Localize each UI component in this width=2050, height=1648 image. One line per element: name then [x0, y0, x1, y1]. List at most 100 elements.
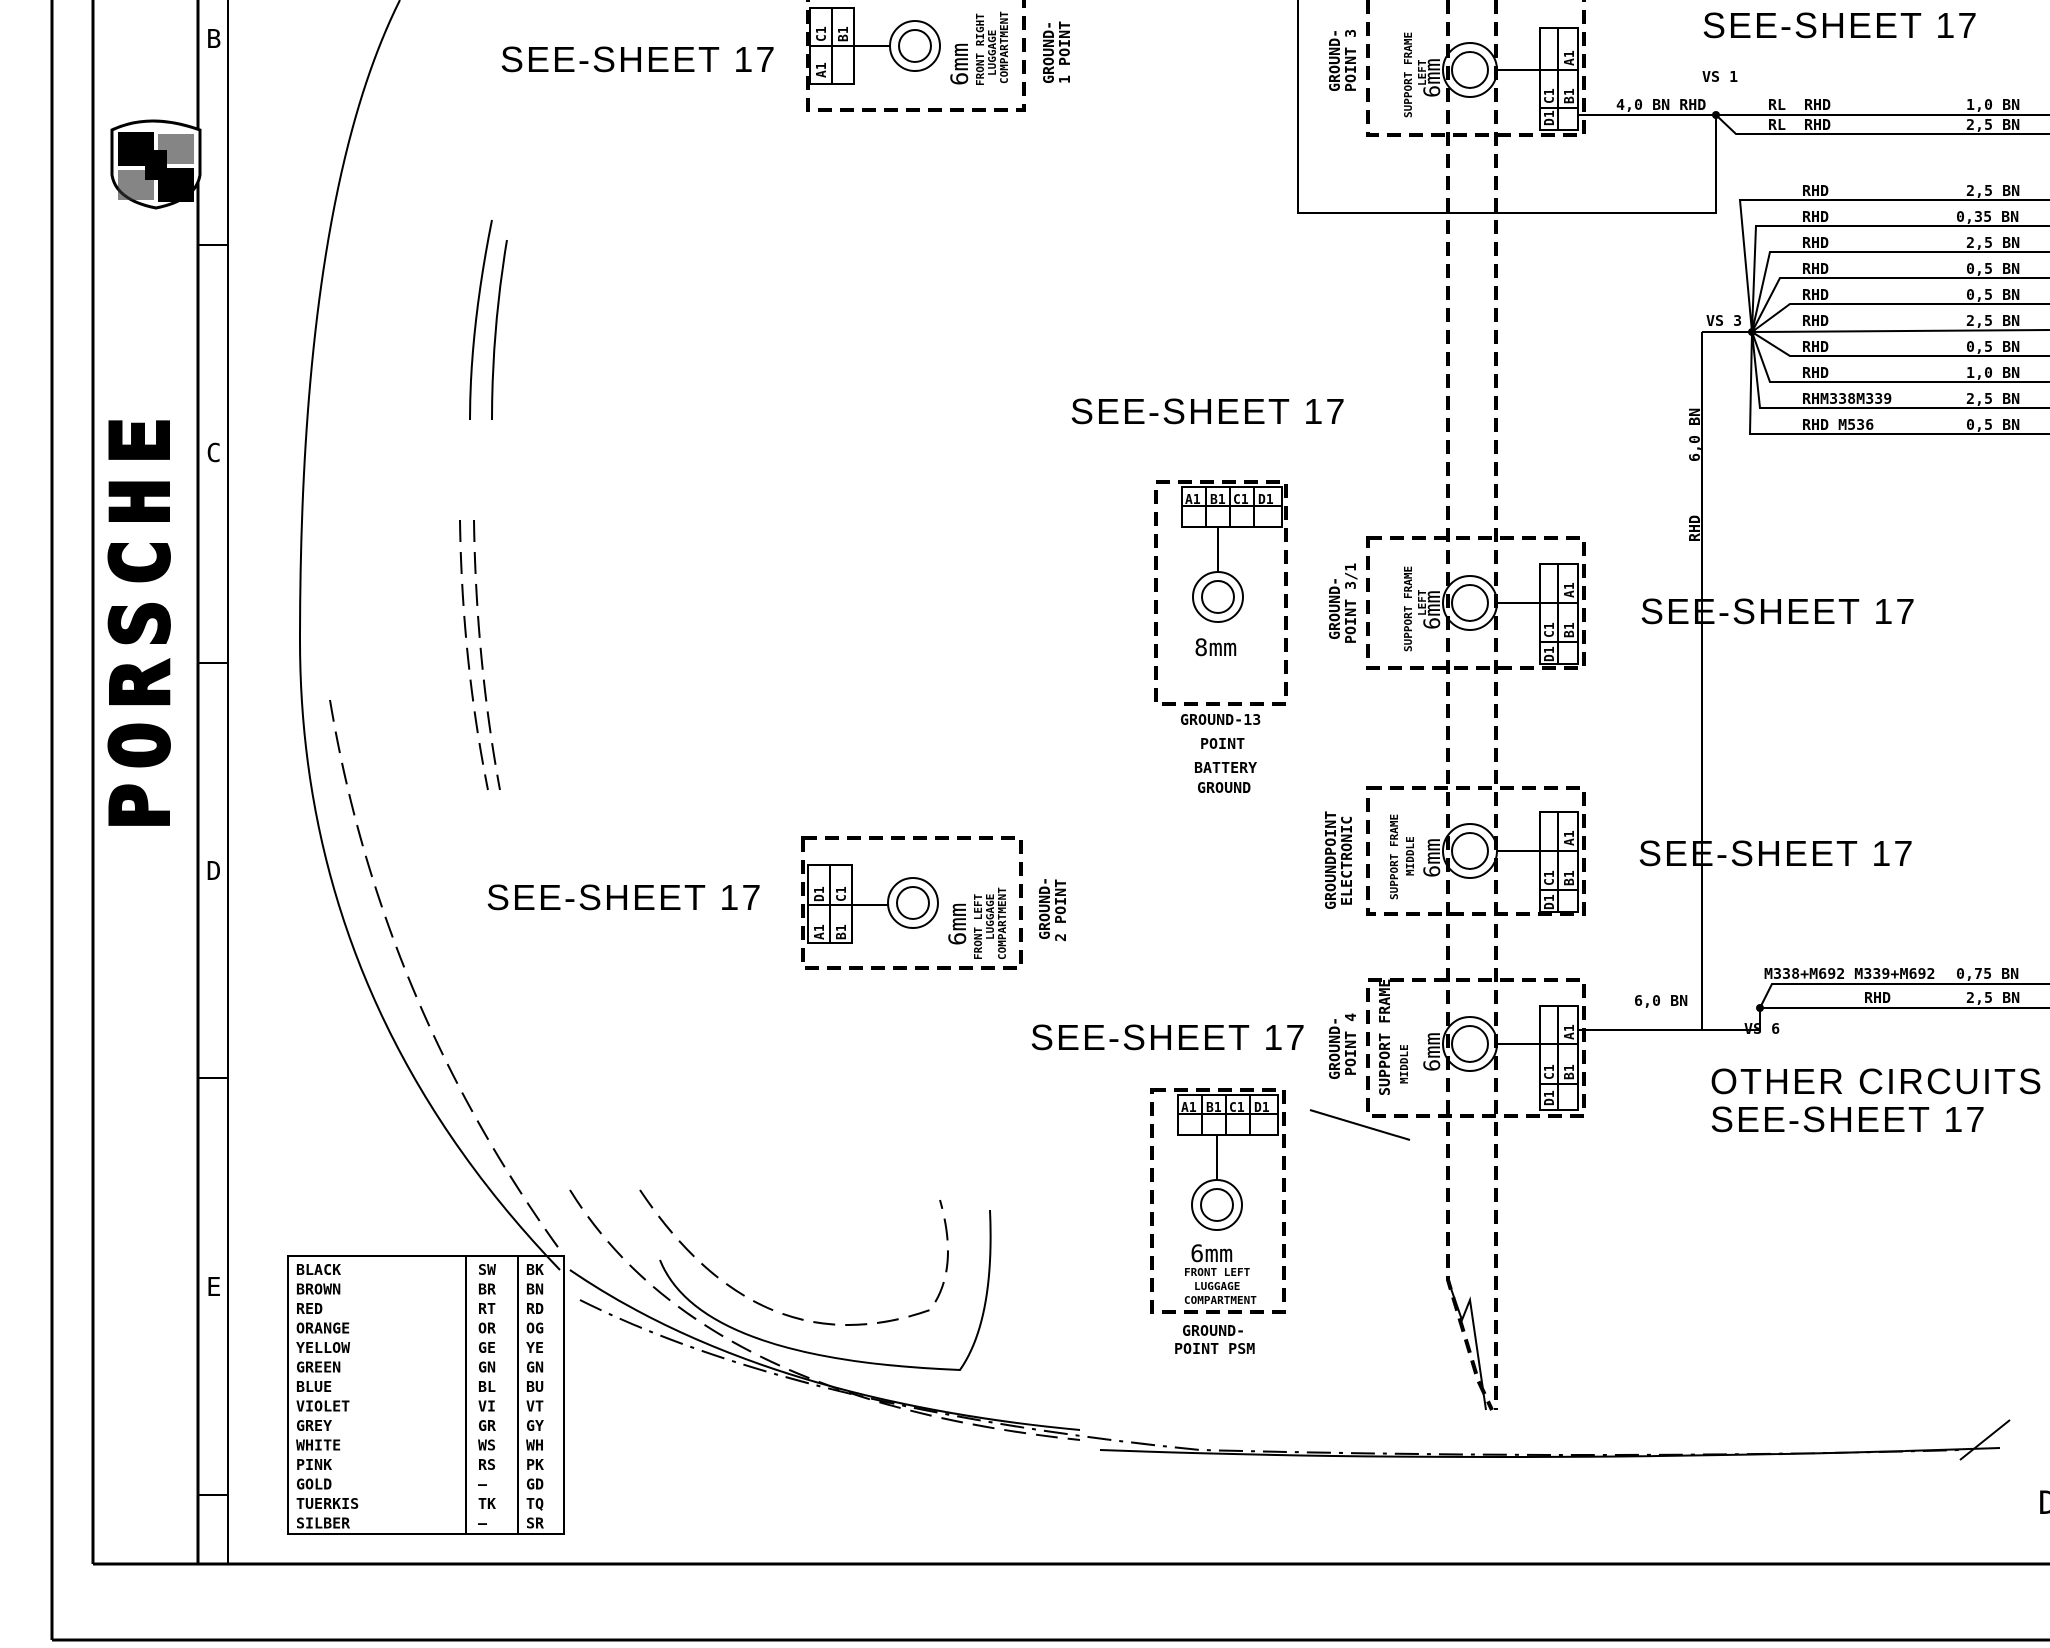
- legend-code-en: YE: [526, 1339, 544, 1357]
- legend-color-name: SILBER: [296, 1515, 351, 1533]
- svg-text:POINT: POINT: [1200, 735, 1245, 753]
- central-harness: [1446, 0, 1498, 1411]
- svg-text:C1: C1: [835, 886, 850, 902]
- svg-text:SUPPORT FRAME: SUPPORT FRAME: [1376, 979, 1394, 1096]
- svg-text:A1: A1: [1185, 493, 1201, 508]
- svg-text:C1: C1: [1543, 1064, 1558, 1080]
- svg-text:A1: A1: [1181, 1101, 1197, 1116]
- svg-text:0,5 BN: 0,5 BN: [1966, 416, 2020, 434]
- legend-code-en: RD: [526, 1300, 544, 1318]
- car-outline: [298, 0, 2011, 1461]
- svg-text:B1: B1: [1563, 88, 1578, 104]
- ground-point-1: A1 B1 C1 6mm FRONT RIGHT LUGGAGE COMPART…: [806, 0, 1074, 112]
- ground-point-13: A1 B1 C1 D1 8mm GROUND-13 POINT BATTERY …: [1154, 480, 1288, 797]
- see-sheet-ref: SEE-SHEET 17: [486, 877, 763, 918]
- svg-text:0,5 BN: 0,5 BN: [1966, 286, 2020, 304]
- drawing-frame: [50, 0, 2050, 1642]
- svg-text:GROUND-: GROUND-: [1182, 1322, 1245, 1340]
- svg-text:6mm: 6mm: [1421, 1032, 1446, 1072]
- svg-text:GROUND-: GROUND-: [1040, 21, 1058, 84]
- svg-text:COMPARTMENT: COMPARTMENT: [998, 11, 1011, 84]
- svg-text:RHD: RHD: [1802, 260, 1829, 278]
- svg-text:6mm: 6mm: [944, 903, 972, 946]
- svg-text:RHD: RHD: [1804, 96, 1831, 114]
- see-sheet-ref: SEE-SHEET 17: [1702, 5, 1979, 46]
- svg-text:MIDDLE: MIDDLE: [1398, 1044, 1411, 1084]
- svg-text:BATTERY: BATTERY: [1194, 759, 1257, 777]
- legend-code-en: OG: [526, 1320, 544, 1338]
- legend-code-de: —: [478, 1515, 488, 1533]
- svg-text:1,0 BN: 1,0 BN: [1966, 364, 2020, 382]
- legend-code-de: WS: [478, 1437, 496, 1455]
- legend-code-en: TQ: [526, 1495, 544, 1513]
- svg-text:A1: A1: [1563, 1024, 1578, 1040]
- svg-text:COMPARTMENT: COMPARTMENT: [996, 887, 1009, 960]
- legend-color-name: RED: [296, 1300, 323, 1318]
- svg-text:RHD: RHD: [1864, 989, 1891, 1007]
- legend-code-de: OR: [478, 1320, 497, 1338]
- svg-text:C1: C1: [1229, 1101, 1245, 1116]
- svg-text:6,0 BN: 6,0 BN: [1686, 408, 1704, 462]
- svg-text:VS 1: VS 1: [1702, 68, 1738, 86]
- svg-text:2,5 BN: 2,5 BN: [1966, 390, 2020, 408]
- svg-text:VS 3: VS 3: [1706, 312, 1742, 330]
- svg-text:A1: A1: [813, 924, 828, 940]
- see-sheet-ref: SEE-SHEET 17: [1710, 1099, 1987, 1140]
- svg-text:LUGGAGE: LUGGAGE: [986, 30, 999, 76]
- legend-code-de: BL: [478, 1378, 496, 1396]
- ground-terminal-icon: [1191, 1179, 1243, 1231]
- svg-text:C1: C1: [1543, 622, 1558, 638]
- legend-color-name: GREEN: [296, 1359, 341, 1377]
- see-sheet-ref: SEE-SHEET 17: [1638, 833, 1915, 874]
- svg-text:FRONT LEFT: FRONT LEFT: [1184, 1266, 1251, 1279]
- see-sheet-ref: SEE-SHEET 17: [1640, 591, 1917, 632]
- svg-text:POINT PSM: POINT PSM: [1174, 1340, 1255, 1358]
- svg-text:2,5 BN: 2,5 BN: [1966, 989, 2020, 1007]
- svg-text:C1: C1: [1543, 88, 1558, 104]
- svg-text:FRONT RIGHT: FRONT RIGHT: [974, 13, 987, 86]
- legend-code-en: GD: [526, 1476, 544, 1494]
- svg-text:0,35 BN: 0,35 BN: [1956, 208, 2019, 226]
- legend-code-de: SW: [478, 1261, 497, 1279]
- svg-text:C1: C1: [1233, 493, 1249, 508]
- legend-code-de: TK: [478, 1495, 496, 1513]
- svg-text:6mm: 6mm: [1421, 838, 1446, 878]
- svg-text:FRONT LEFT: FRONT LEFT: [972, 893, 985, 960]
- see-sheet-ref: SEE-SHEET 17: [1030, 1017, 1307, 1058]
- legend-color-name: VIOLET: [296, 1398, 350, 1416]
- svg-text:D1: D1: [1543, 894, 1558, 910]
- svg-text:6mm: 6mm: [946, 43, 974, 86]
- svg-text:2,5 BN: 2,5 BN: [1966, 312, 2020, 330]
- sheet-references: SEE-SHEET 17 SEE-SHEET 17 SEE-SHEET 17 S…: [486, 5, 2042, 1140]
- svg-text:RL: RL: [1768, 96, 1786, 114]
- svg-text:D1: D1: [1543, 1090, 1558, 1106]
- legend-code-de: RT: [478, 1300, 496, 1318]
- ground-terminal-icon: [1192, 571, 1244, 623]
- svg-text:RHD: RHD: [1802, 286, 1829, 304]
- svg-text:GROUNDPOINT: GROUNDPOINT: [1322, 811, 1340, 910]
- svg-text:POINT 3: POINT 3: [1342, 29, 1360, 92]
- svg-text:SUPPORT FRAME: SUPPORT FRAME: [1402, 32, 1415, 118]
- svg-text:A1: A1: [1563, 582, 1578, 598]
- vs1-enclosure: [1297, 0, 1717, 214]
- svg-text:2,5 BN: 2,5 BN: [1966, 116, 2020, 134]
- legend-code-de: BR: [478, 1281, 497, 1299]
- porsche-crest-logo: [110, 119, 202, 210]
- svg-text:4,0 BN RHD: 4,0 BN RHD: [1616, 96, 1706, 114]
- svg-text:COMPARTMENT: COMPARTMENT: [1184, 1294, 1257, 1307]
- svg-text:8mm: 8mm: [1194, 634, 1237, 662]
- svg-text:SUPPORT FRAME: SUPPORT FRAME: [1388, 814, 1401, 900]
- svg-text:RHD: RHD: [1686, 515, 1704, 542]
- porsche-brand-text: PORSCHE: [97, 403, 187, 830]
- legend-color-name: BLUE: [296, 1378, 332, 1396]
- svg-text:SUPPORT FRAME: SUPPORT FRAME: [1402, 566, 1415, 652]
- legend-color-name: ORANGE: [296, 1320, 350, 1338]
- svg-text:LEFT: LEFT: [1416, 59, 1429, 86]
- legend-code-en: BK: [526, 1261, 544, 1279]
- svg-text:D1: D1: [1543, 646, 1558, 662]
- svg-text:A1: A1: [1563, 830, 1578, 846]
- svg-text:6mm: 6mm: [1421, 590, 1446, 630]
- svg-text:1,0 BN: 1,0 BN: [1966, 96, 2020, 114]
- svg-text:GROUND-13: GROUND-13: [1180, 711, 1261, 729]
